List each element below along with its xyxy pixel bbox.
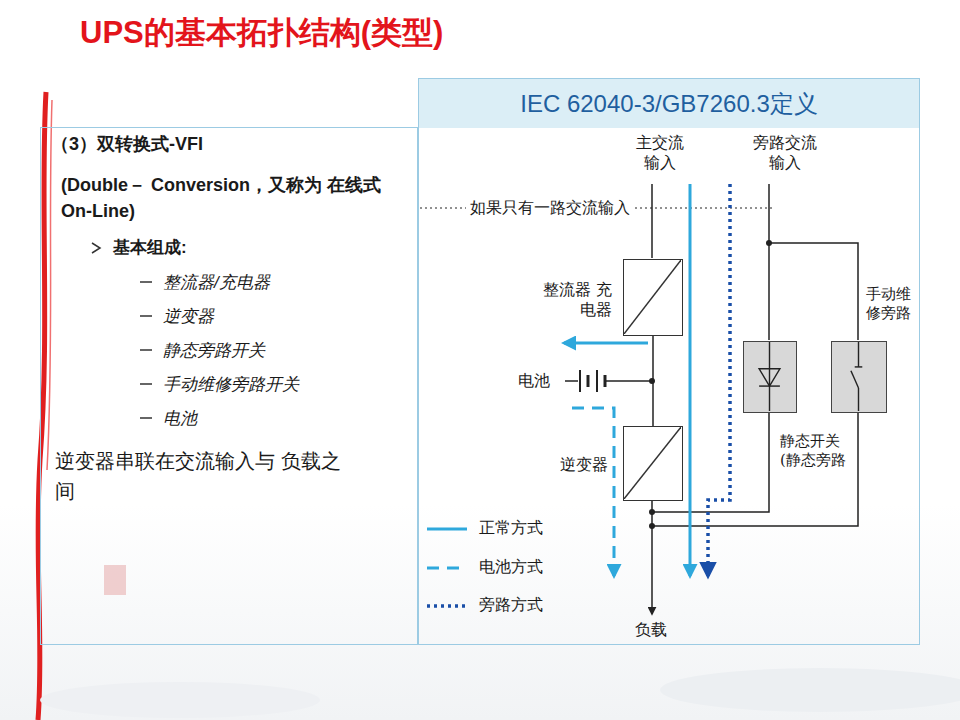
node-text: （3）双转换式-VFI [51, 132, 203, 156]
background-decor [47, 100, 52, 470]
wires [606, 380, 652, 382]
node-text: 手动维 修旁路 [866, 285, 916, 323]
bullet-marks [92, 243, 152, 418]
battery-symbol [587, 375, 590, 387]
background-decor [40, 682, 320, 718]
symbol-stroke [858, 342, 859, 367]
legend-sample [425, 596, 469, 616]
manual-bypass-box: 手动维 修旁路 [831, 341, 887, 413]
legend-text: 旁路方式 [479, 595, 543, 616]
node-text: (Double－ Conversion，又称为 在线式On-Line) [61, 172, 401, 224]
diagram-label: 电池 [518, 371, 550, 391]
symbol-stroke [858, 388, 859, 411]
legend-sample-line [427, 527, 467, 530]
wires [565, 380, 578, 382]
node-text: 基本组成: [113, 236, 187, 259]
node-text: 整流器/充电器 [163, 271, 270, 294]
battery-symbol [604, 375, 607, 387]
bullet-marks [140, 417, 152, 419]
flow-battery [572, 408, 614, 576]
static-switch-box: 静态开关 (静态旁路 [743, 341, 797, 413]
battery-symbol [596, 370, 598, 392]
symbol-stroke [632, 444, 645, 445]
background-decor [38, 92, 960, 720]
flow-bypass [708, 184, 730, 576]
wires [652, 412, 769, 512]
legend-sample [425, 519, 469, 539]
bullet-marks [140, 281, 152, 283]
node-text: 逆变器 [163, 305, 214, 328]
legend-row: 电池方式 [425, 557, 543, 578]
inverter-box: 逆变器 [623, 426, 683, 501]
node-text: 电池 [163, 407, 197, 430]
wires [651, 500, 653, 614]
legend-row: 旁路方式 [425, 595, 543, 616]
node-text: 手动维修旁路开关 [163, 373, 299, 396]
battery-symbol [580, 370, 605, 392]
diagram-label: 旁路交流 输入 [745, 133, 825, 173]
symbol-stroke [624, 427, 681, 499]
symbol [624, 260, 681, 334]
symbol-stroke [855, 366, 863, 367]
rectifier-charger-box: 整流器 充电器 [623, 259, 683, 336]
battery-symbol [579, 370, 581, 392]
node-text: 逆变器 [544, 455, 608, 475]
bullet-marks [140, 349, 152, 351]
legend-sample [425, 558, 469, 578]
symbol [832, 342, 885, 411]
wires [565, 184, 858, 614]
wires [769, 243, 858, 340]
text-panel: （3）双转换式-VFI (Double－ Conversion，又称为 在线式On… [40, 127, 418, 645]
legend-sample-line [427, 566, 467, 569]
symbol-stroke [658, 482, 673, 488]
background-decor [660, 668, 960, 712]
diagram-label: 如果只有一路交流输入 [466, 198, 634, 218]
flow-normal [689, 184, 692, 576]
legend-sample-line [427, 604, 467, 608]
node-text: 静态开关 (静态旁路 [780, 432, 849, 470]
bullet-marks [140, 383, 152, 385]
symbol-stroke [632, 271, 647, 277]
background-decor [104, 565, 126, 595]
symbol-stroke [759, 385, 780, 386]
diagram-label: 主交流 输入 [628, 133, 692, 173]
legend-text: 正常方式 [479, 518, 543, 539]
symbol [744, 342, 795, 411]
symbol-stroke [851, 371, 859, 388]
legend-row: 正常方式 [425, 518, 543, 539]
wire-connector [652, 336, 654, 426]
flow-bypass [708, 184, 730, 576]
junction-dots [766, 240, 772, 246]
wires [651, 184, 653, 258]
junction-dots [649, 509, 655, 515]
bullet-marks [140, 315, 152, 317]
symbol-stroke [632, 439, 645, 440]
node-text: 逆变器串联在交流输入与 负载之 间 [55, 446, 347, 506]
flow-battery [572, 408, 614, 576]
flow-normal [564, 184, 690, 576]
symbol [624, 427, 681, 499]
symbol-stroke [624, 260, 681, 334]
symbol-stroke [660, 317, 673, 318]
junction-dots [649, 523, 655, 529]
junction-dots [649, 378, 655, 384]
node-text: IEC 62040-3/GB7260.3定义 [419, 79, 919, 128]
symbol-stroke [660, 322, 673, 323]
node-text: 静态旁路开关 [163, 339, 265, 362]
slide-title: UPS的基本拓扑结构(类型) [80, 12, 443, 54]
node-text: 整流器 充电器 [542, 280, 612, 320]
diagram-label: 负载 [635, 620, 667, 640]
symbol-stroke [769, 342, 770, 411]
legend-text: 电池方式 [479, 557, 543, 578]
flow-normal [564, 342, 648, 345]
wires [768, 184, 770, 340]
symbol-stroke [759, 369, 780, 386]
bullet-marks [92, 243, 100, 253]
